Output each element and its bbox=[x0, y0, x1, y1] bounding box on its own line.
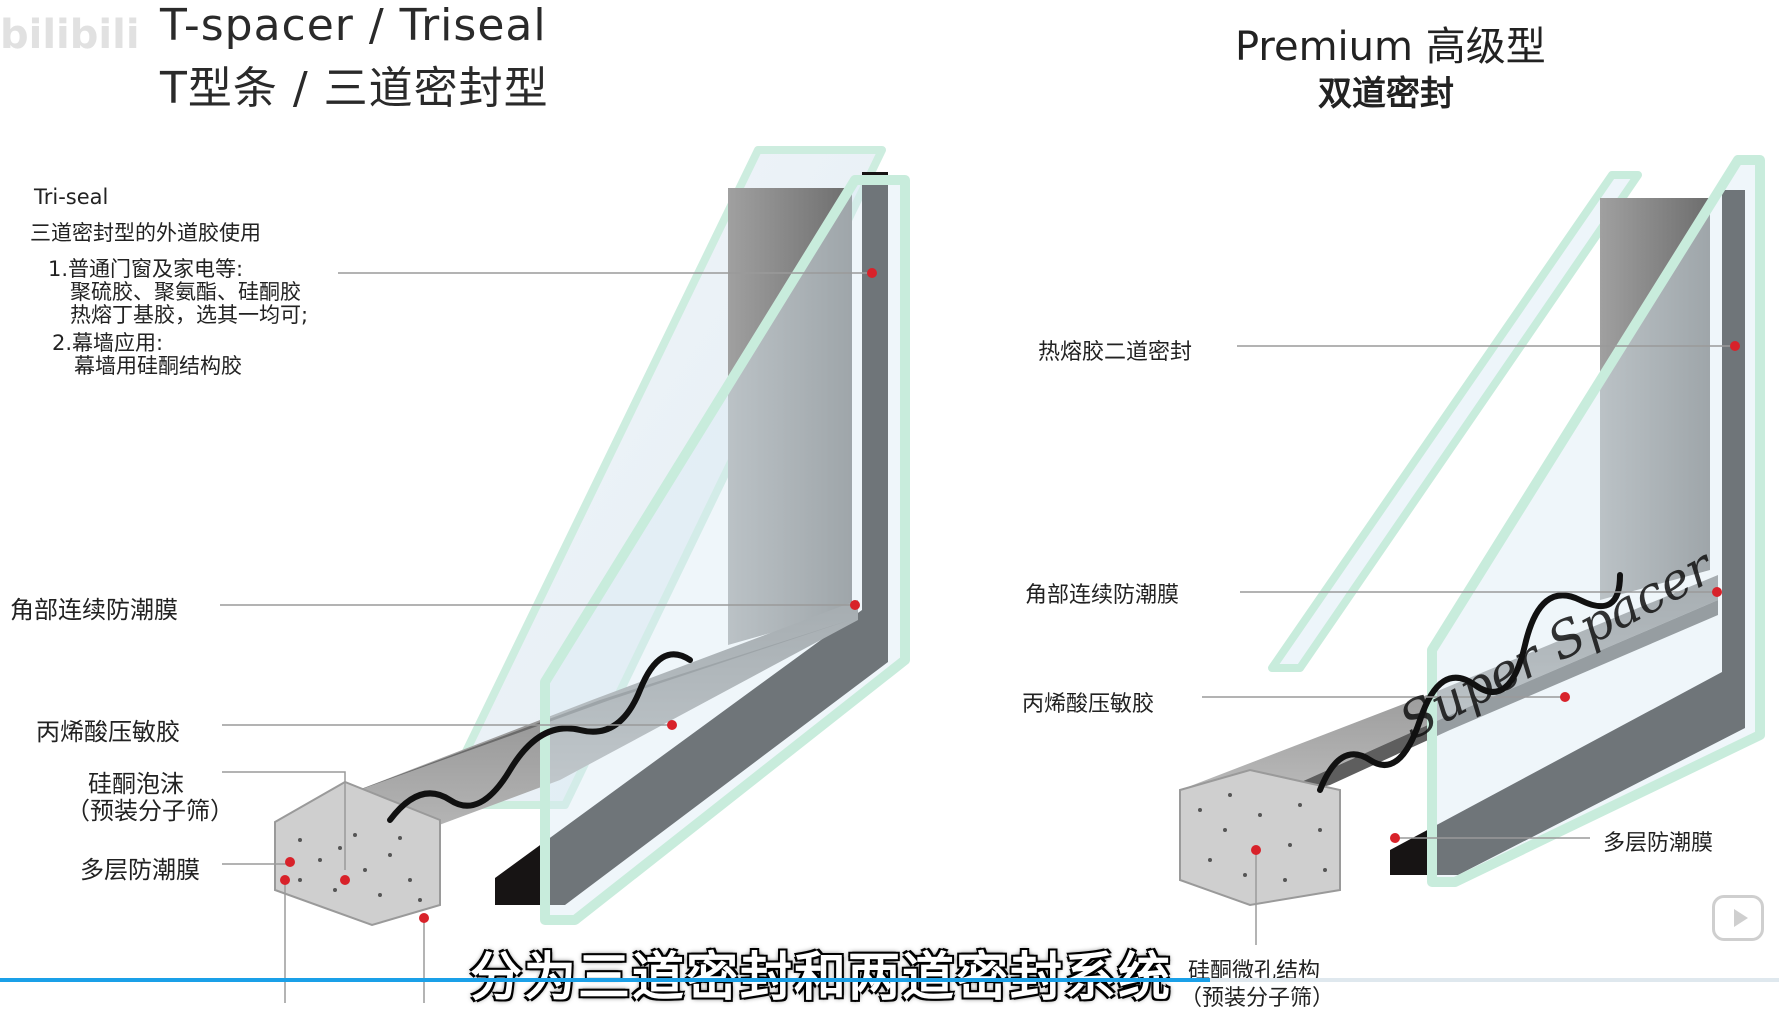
left-label-corner-film: 角部连续防潮膜 bbox=[10, 596, 178, 624]
video-progress-fill bbox=[0, 978, 1210, 982]
right-leader-lines bbox=[1202, 345, 1738, 945]
right-title-cn: 双道密封 bbox=[1318, 74, 1454, 114]
tri-seal-item1-title: 1.普通门窗及家电等: bbox=[48, 257, 244, 281]
tri-seal-subheading: 三道密封型的外道胶使用 bbox=[30, 221, 261, 245]
right-label-hotmelt: 热熔胶二道密封 bbox=[1038, 340, 1193, 365]
marker-tri-seal bbox=[867, 268, 877, 278]
marker-left-multilayer bbox=[285, 857, 295, 867]
left-spacer-wall bbox=[728, 188, 852, 645]
left-outer-sealant bbox=[495, 172, 888, 905]
tri-seal-item1-line1: 聚硫胶、聚氨酯、硅酮胶 bbox=[70, 280, 301, 304]
right-spacer-wall bbox=[1600, 198, 1710, 600]
left-label-silicone-foam: 硅酮泡沫 bbox=[88, 770, 184, 798]
left-title-en: T-spacer / Triseal bbox=[160, 0, 547, 51]
right-spacer-face bbox=[1250, 600, 1718, 805]
marker-left-corner-film bbox=[850, 600, 860, 610]
marker-right-micro-pore bbox=[1251, 845, 1261, 855]
tri-seal-item2-title: 2.幕墙应用: bbox=[52, 331, 164, 355]
left-markers bbox=[280, 268, 877, 923]
left-leader-lines bbox=[220, 272, 872, 1003]
marker-right-multilayer bbox=[1390, 833, 1400, 843]
tri-seal-item1-line2: 热熔丁基胶，选其一均可; bbox=[70, 303, 309, 327]
right-title-en: Premium 高级型 bbox=[1235, 24, 1546, 70]
marker-left-bottom-2 bbox=[419, 913, 429, 923]
tri-seal-heading: Tri-seal bbox=[34, 185, 109, 209]
left-title-cn: T型条 / 三道密封型 bbox=[160, 63, 549, 114]
watermark-logo: bilibili bbox=[0, 12, 140, 58]
right-spacer-end bbox=[1179, 768, 1341, 907]
marker-right-acrylic bbox=[1560, 692, 1570, 702]
right-glass-pane-front bbox=[1427, 155, 1765, 887]
right-foam-dots bbox=[1198, 793, 1327, 882]
marker-right-hotmelt bbox=[1730, 341, 1740, 351]
right-label-multilayer-film: 多层防潮膜 bbox=[1603, 831, 1714, 856]
right-label-desiccant: （预装分子筛） bbox=[1180, 986, 1335, 1011]
marker-left-foam bbox=[340, 875, 350, 885]
marker-left-acrylic bbox=[667, 720, 677, 730]
left-label-desiccant: （预装分子筛） bbox=[66, 797, 234, 825]
left-assembly bbox=[274, 146, 910, 927]
right-assembly bbox=[1179, 155, 1765, 907]
left-label-acrylic-adhesive: 丙烯酸压敏胶 bbox=[36, 718, 180, 746]
video-subtitle: 分为三道密封和两道密封系统 bbox=[470, 948, 1173, 1008]
right-brand-mark bbox=[1317, 572, 1623, 793]
tri-seal-item2-line1: 幕墙用硅酮结构胶 bbox=[74, 354, 242, 378]
right-markers bbox=[1251, 341, 1740, 855]
play-icon[interactable] bbox=[1712, 895, 1764, 941]
left-label-multilayer-film: 多层防潮膜 bbox=[80, 856, 200, 884]
right-glass-pane-back bbox=[1268, 171, 1642, 672]
right-spacer-top bbox=[1180, 575, 1718, 805]
video-progress-bar[interactable] bbox=[0, 978, 1779, 982]
marker-right-corner-film bbox=[1712, 587, 1722, 597]
left-brand-mark bbox=[387, 651, 693, 823]
left-glass-pane-front bbox=[540, 175, 910, 925]
marker-left-bottom-1 bbox=[280, 875, 290, 885]
left-foam-dots bbox=[298, 833, 422, 902]
right-label-corner-film: 角部连续防潮膜 bbox=[1025, 583, 1180, 608]
right-label-acrylic-adhesive: 丙烯酸压敏胶 bbox=[1022, 692, 1155, 717]
leader-left-silicone-foam bbox=[222, 771, 346, 870]
